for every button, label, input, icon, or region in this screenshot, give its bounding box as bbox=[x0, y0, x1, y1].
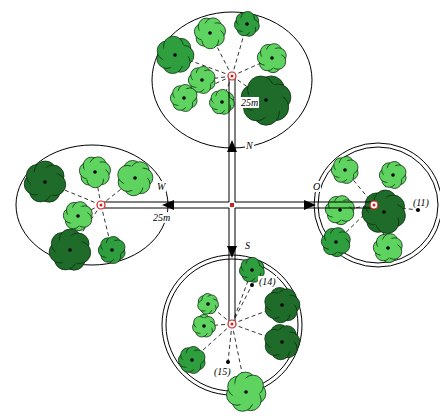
plot-label: (11) bbox=[412, 197, 430, 208]
crown-core bbox=[103, 241, 122, 260]
crown-core bbox=[123, 166, 147, 190]
tree-crown bbox=[373, 234, 402, 263]
tree-crown bbox=[157, 36, 194, 73]
plot-label: O bbox=[312, 181, 321, 192]
transect-arms bbox=[104, 76, 372, 322]
trunk-point bbox=[206, 302, 210, 306]
crown-core bbox=[196, 318, 212, 334]
tree-crown bbox=[178, 346, 205, 373]
crown-core bbox=[262, 48, 282, 68]
crown-core bbox=[183, 351, 202, 370]
plot-label: (14) bbox=[258, 276, 277, 287]
tree-crown bbox=[265, 324, 300, 359]
trunk-point bbox=[280, 303, 284, 307]
plot-label: (15) bbox=[213, 366, 232, 377]
tree-crown bbox=[79, 157, 110, 188]
crown-core bbox=[384, 166, 403, 185]
crown-core bbox=[193, 71, 212, 90]
plot-label: S bbox=[244, 240, 251, 251]
crown-core bbox=[232, 378, 259, 405]
plot-label: W bbox=[156, 181, 166, 192]
plot-circles bbox=[16, 12, 440, 395]
arrowheads bbox=[162, 140, 316, 258]
trunk-point bbox=[220, 100, 224, 104]
trunk-point bbox=[391, 173, 395, 177]
plot-label: 25m bbox=[240, 97, 259, 108]
tree-crown bbox=[194, 18, 225, 49]
trunk-point bbox=[270, 56, 274, 60]
crown-core bbox=[56, 236, 85, 265]
tree-crown bbox=[24, 161, 65, 202]
trunk-point bbox=[93, 170, 97, 174]
trunk-point bbox=[76, 214, 80, 218]
tree-crown bbox=[331, 156, 358, 183]
crown-core bbox=[213, 93, 230, 110]
trunk-point bbox=[200, 78, 204, 82]
tree-crown bbox=[265, 287, 300, 322]
trees bbox=[24, 11, 420, 411]
trunk-point bbox=[280, 340, 284, 344]
plot-label: 25m bbox=[152, 212, 171, 223]
tree-point bbox=[416, 208, 420, 212]
tree-crown bbox=[325, 196, 354, 225]
center-points bbox=[100, 75, 376, 326]
trunk-point bbox=[133, 176, 137, 180]
tree-crown bbox=[118, 160, 153, 195]
tree-crown bbox=[362, 190, 405, 233]
crown-core bbox=[270, 330, 294, 354]
tree-lines bbox=[45, 24, 418, 392]
crown-core bbox=[201, 297, 215, 311]
crown-core bbox=[378, 238, 398, 258]
trunk-point bbox=[334, 240, 338, 244]
crown-core bbox=[270, 293, 294, 317]
trunk-point bbox=[190, 358, 194, 362]
tree-crown bbox=[193, 314, 216, 337]
trunk-point bbox=[173, 53, 177, 57]
tree-crown bbox=[49, 229, 90, 270]
tree-crown bbox=[226, 372, 265, 411]
crown-core bbox=[84, 161, 106, 183]
plot-centers bbox=[97, 72, 378, 328]
crown-core bbox=[68, 206, 88, 226]
tree-point bbox=[226, 360, 230, 364]
crown-core bbox=[326, 232, 346, 252]
trunk-point bbox=[182, 96, 186, 100]
trunk-point bbox=[110, 248, 114, 252]
tree-line bbox=[228, 324, 232, 362]
trunk-point bbox=[382, 210, 386, 214]
trunk-point bbox=[338, 208, 342, 212]
tree-crown bbox=[234, 11, 259, 36]
crown-core bbox=[238, 15, 255, 32]
tree-crown bbox=[63, 202, 92, 231]
crown-core bbox=[369, 197, 399, 227]
trunk-point bbox=[68, 248, 72, 252]
trunk-point bbox=[264, 98, 268, 102]
tree-crown bbox=[257, 44, 286, 73]
crown-core bbox=[199, 22, 221, 44]
crown-core bbox=[162, 42, 188, 68]
tree-crown bbox=[170, 84, 197, 111]
tree-point bbox=[250, 283, 254, 287]
trunk-point bbox=[386, 246, 390, 250]
trunk-point bbox=[250, 268, 254, 272]
trunk-point bbox=[43, 180, 47, 184]
tree-crown bbox=[321, 228, 350, 257]
trunk-point bbox=[245, 22, 249, 26]
tree-crown bbox=[209, 89, 234, 114]
crown-core bbox=[336, 161, 355, 180]
trunk-point bbox=[202, 324, 206, 328]
crown-core bbox=[175, 89, 194, 108]
trunk-point bbox=[244, 390, 248, 394]
tree-crown bbox=[379, 161, 406, 188]
trunk-point bbox=[343, 168, 347, 172]
crown-core bbox=[31, 168, 60, 197]
tree-crown bbox=[198, 294, 219, 315]
tree-crown bbox=[98, 236, 125, 263]
trunk-point bbox=[208, 31, 212, 35]
plot-label: N bbox=[245, 140, 254, 151]
crown-core bbox=[330, 200, 350, 220]
